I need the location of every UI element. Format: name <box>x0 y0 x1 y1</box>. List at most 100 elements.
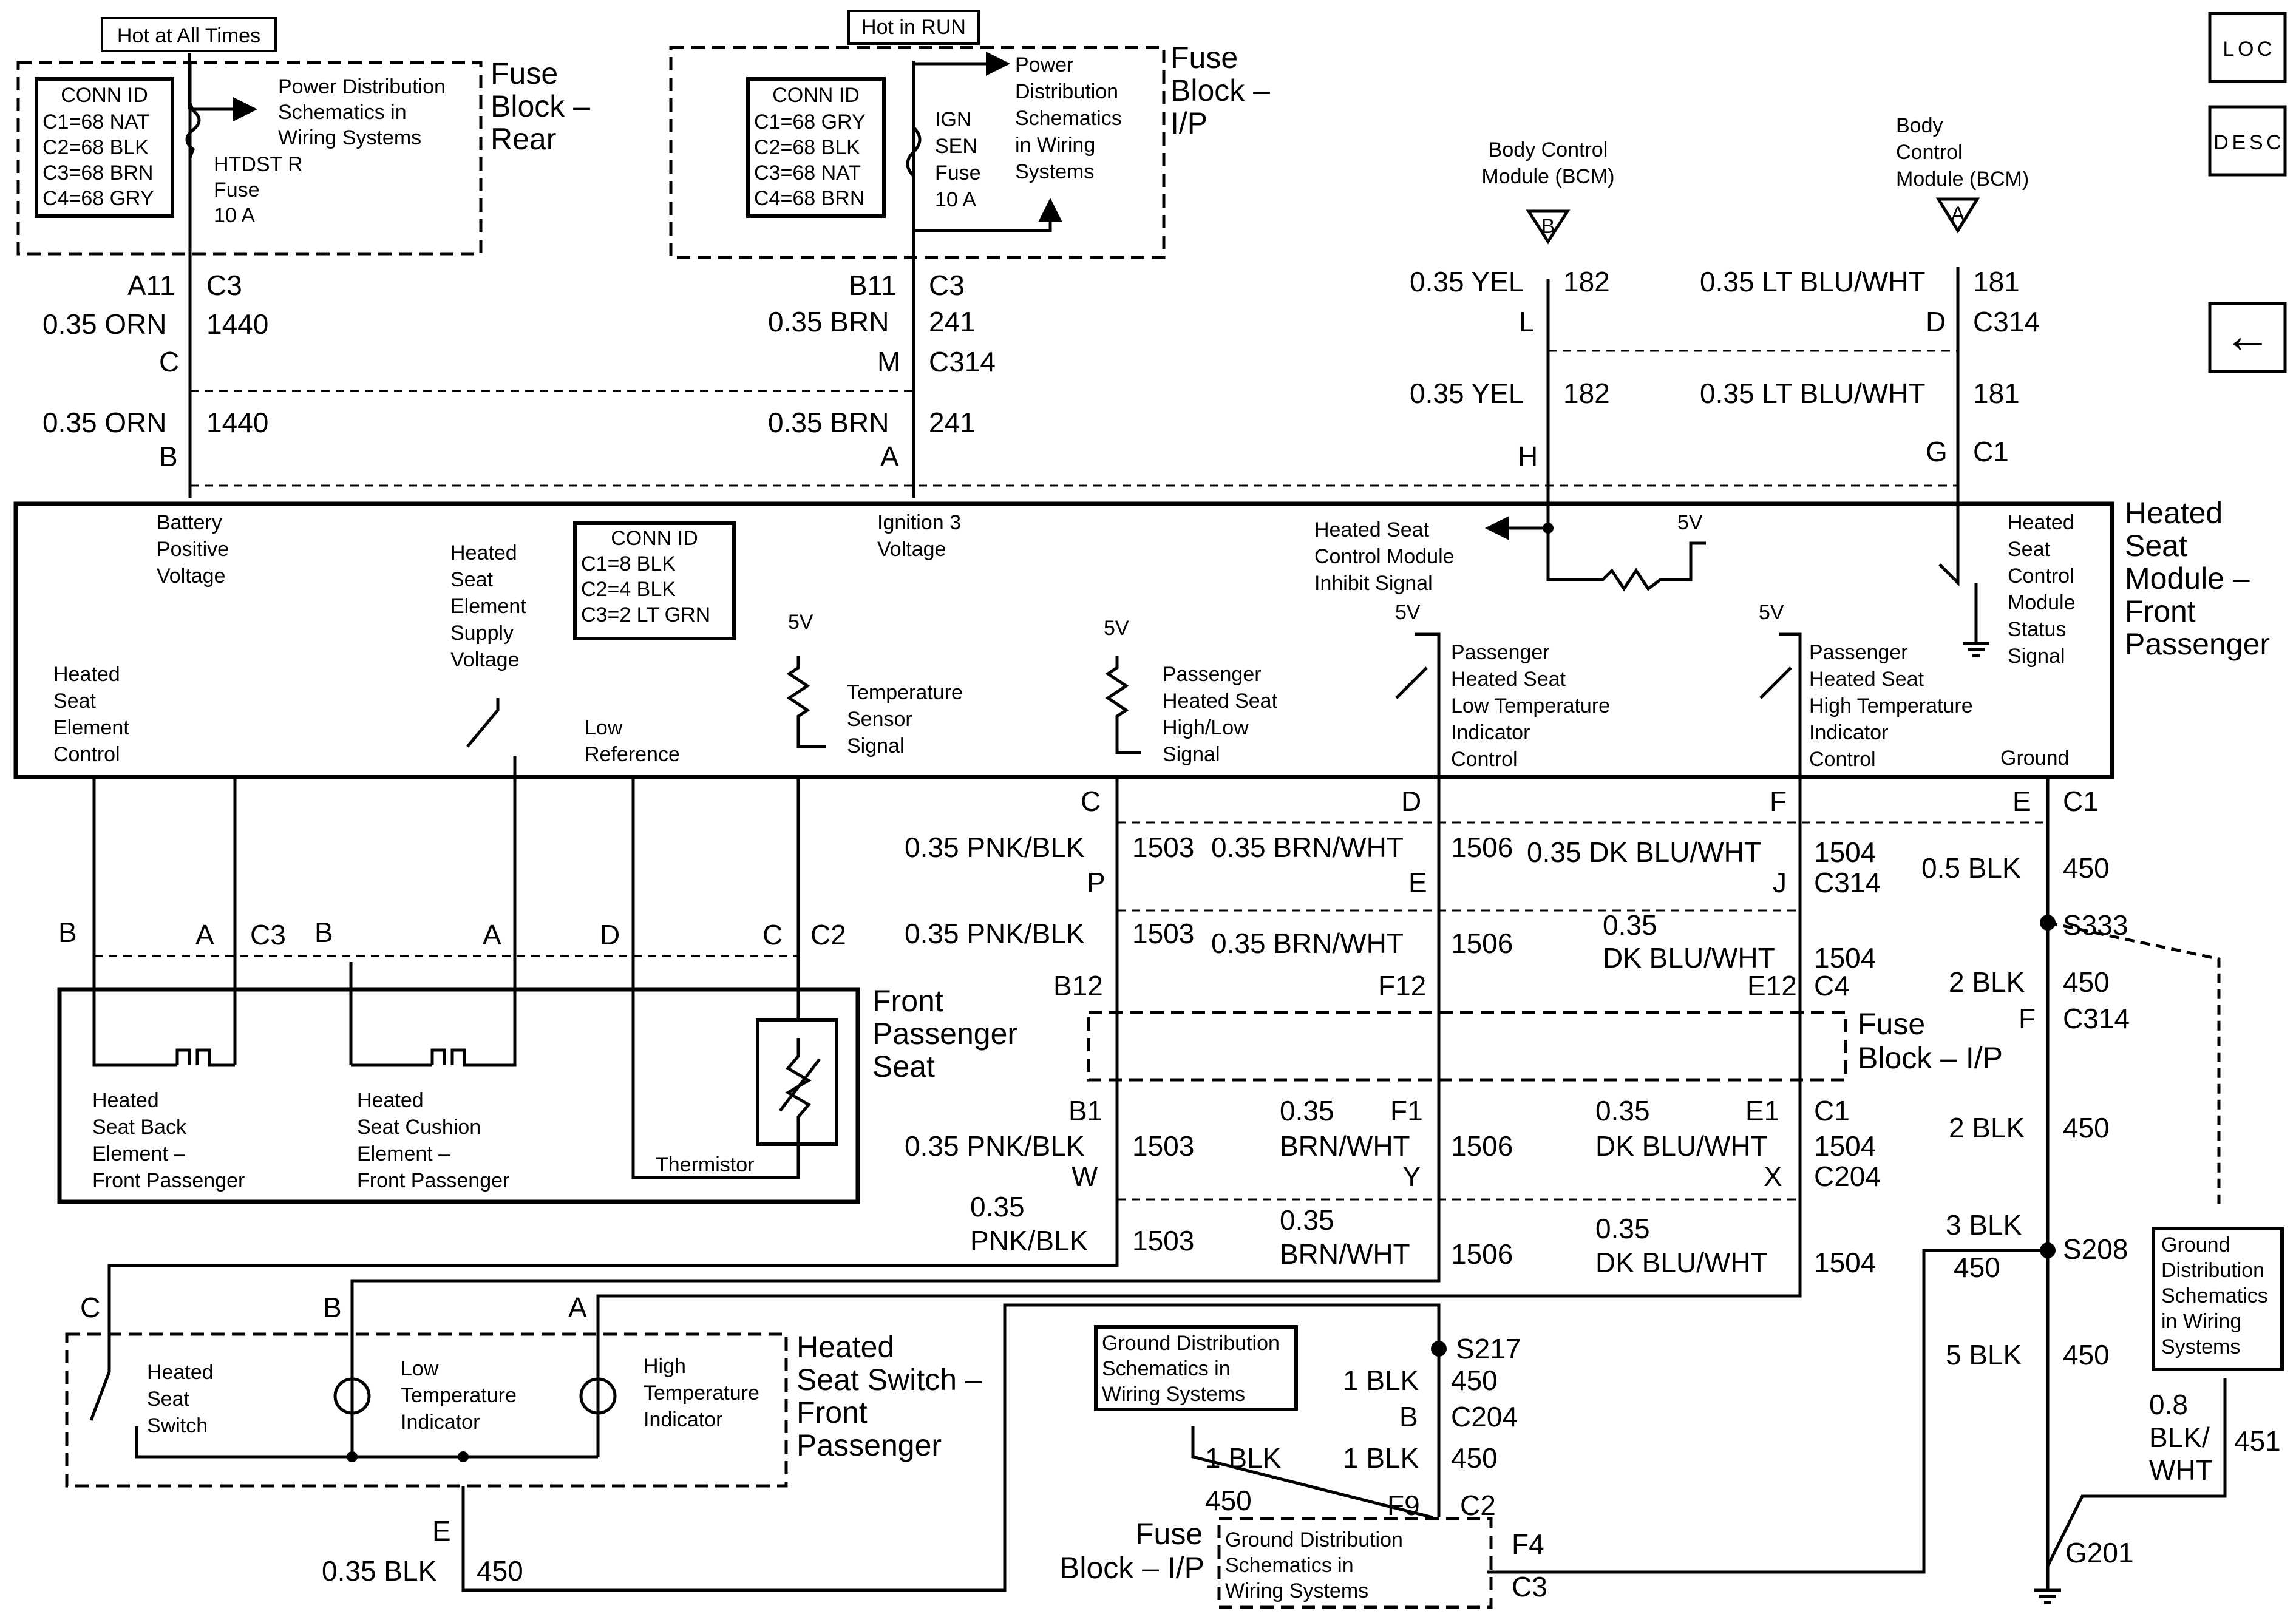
svg-text:Element: Element <box>53 716 129 739</box>
lowtemp-switch <box>1395 632 1441 777</box>
bcm-a-triangle <box>1935 197 1980 234</box>
svg-text:0.35 LT BLU/WHT: 0.35 LT BLU/WHT <box>1700 378 1926 409</box>
bcm-b-label: Body Control Module (BCM) B <box>1481 138 1614 238</box>
resistor-hilo <box>1105 656 1141 754</box>
svg-text:Schematics in: Schematics in <box>1225 1554 1354 1577</box>
pds-arrow-ip-return <box>914 198 1062 232</box>
svg-text:Front: Front <box>2125 594 2196 628</box>
svg-text:0.35 BRN/WHT: 0.35 BRN/WHT <box>1211 832 1404 863</box>
svg-text:CONN ID: CONN ID <box>772 84 860 107</box>
conn-id-module-box <box>573 521 736 640</box>
svg-text:C2=68 BLK: C2=68 BLK <box>42 136 149 159</box>
svg-text:1506: 1506 <box>1451 1130 1513 1162</box>
svg-text:C314: C314 <box>2063 1003 2130 1034</box>
svg-text:Schematics: Schematics <box>1015 107 1122 130</box>
wire-s333-dash <box>2047 921 2221 1208</box>
svg-text:A: A <box>195 919 214 951</box>
svg-text:WHT: WHT <box>2149 1454 2213 1486</box>
seat-labels: Front Passenger Seat Heated Seat Back El… <box>58 917 1017 1192</box>
svg-text:C4: C4 <box>1814 970 1850 1002</box>
svg-text:5V: 5V <box>1395 601 1421 624</box>
svg-text:C1: C1 <box>1814 1095 1850 1127</box>
hot-in-run-label: Hot in RUN <box>861 16 966 39</box>
svg-text:Ground Distribution: Ground Distribution <box>1225 1528 1403 1551</box>
svg-text:1440: 1440 <box>206 407 268 438</box>
svg-text:450: 450 <box>2063 966 2110 998</box>
svg-text:Wiring Systems: Wiring Systems <box>1102 1383 1245 1406</box>
resistor-temp <box>786 656 826 748</box>
back-button[interactable]: ← <box>2208 302 2287 373</box>
svg-text:1503: 1503 <box>1132 1225 1194 1256</box>
svg-text:Signal: Signal <box>1163 743 1220 766</box>
svg-text:I/P: I/P <box>1170 106 1207 140</box>
wire-1503 <box>107 777 1119 1329</box>
svg-text:Rear: Rear <box>491 122 556 156</box>
hot-all-times-box <box>101 17 277 52</box>
svg-text:Passenger: Passenger <box>2125 627 2270 661</box>
svg-text:L O C: L O C <box>2223 38 2272 61</box>
svg-text:Supply: Supply <box>450 622 514 645</box>
loc-button[interactable]: L O C <box>2208 12 2287 83</box>
svg-text:in Wiring: in Wiring <box>1015 134 1095 157</box>
conn-id-rear: CONN ID C1=68 NAT C2=68 BLK C3=68 BRN C4… <box>42 84 154 210</box>
svg-text:E: E <box>2012 785 2031 817</box>
power-distribution-ip: Power Distribution Schematics in Wiring … <box>1015 53 1122 183</box>
conn-id-ip-box <box>746 77 886 218</box>
svg-text:B11: B11 <box>849 270 896 301</box>
svg-text:Heated: Heated <box>357 1089 424 1112</box>
fuse-block-ip-mid-box <box>1087 1011 1847 1082</box>
ground-labels: 3 BLK 450 S208 5 BLK 450 G201 451 0.8 BL… <box>1059 1209 2281 1602</box>
module-labels: Battery Positive Voltage Ignition 3 Volt… <box>53 511 2076 771</box>
svg-text:B: B <box>323 1292 342 1323</box>
wire-seat-cushion <box>349 777 517 1067</box>
hitemp-switch <box>1759 632 1802 777</box>
svg-text:CONN ID: CONN ID <box>611 527 698 550</box>
svg-text:Front Passenger: Front Passenger <box>357 1169 509 1192</box>
wire-1504 <box>596 777 1802 1329</box>
svg-text:1503: 1503 <box>1132 1130 1194 1162</box>
ground-symbol-module <box>1963 631 1989 657</box>
svg-text:A11: A11 <box>127 270 175 301</box>
svg-text:D: D <box>600 919 620 951</box>
svg-text:C3: C3 <box>206 270 242 301</box>
svg-text:C204: C204 <box>1451 1401 1518 1432</box>
desc-button[interactable]: D E S C <box>2208 105 2287 177</box>
svg-text:HTDST R: HTDST R <box>214 153 303 176</box>
svg-text:C3=68 NAT: C3=68 NAT <box>754 161 861 185</box>
svg-text:Switch: Switch <box>147 1414 208 1437</box>
svg-text:450: 450 <box>1205 1485 1252 1516</box>
svg-text:182: 182 <box>1563 266 1610 297</box>
svg-text:0.35 YEL: 0.35 YEL <box>1410 378 1524 409</box>
svg-text:Heated: Heated <box>53 663 120 686</box>
svg-text:Ground: Ground <box>2000 747 2069 770</box>
svg-text:C: C <box>80 1292 100 1323</box>
svg-text:Thermistor: Thermistor <box>656 1153 754 1176</box>
ground-distribution-box-mid <box>1094 1325 1298 1411</box>
svg-text:0.5 BLK: 0.5 BLK <box>1921 852 2021 884</box>
svg-text:Y: Y <box>1402 1161 1421 1192</box>
svg-text:S208: S208 <box>2063 1233 2128 1265</box>
svg-text:Indicator: Indicator <box>644 1408 722 1431</box>
svg-text:High Temperature: High Temperature <box>1809 694 1973 717</box>
svg-text:0.35: 0.35 <box>970 1191 1025 1222</box>
svg-text:0.35 YEL: 0.35 YEL <box>1410 266 1524 297</box>
svg-text:182: 182 <box>1563 378 1610 409</box>
svg-text:Temperature: Temperature <box>644 1381 759 1405</box>
svg-text:Signal: Signal <box>2008 645 2065 668</box>
svg-text:Wiring Systems: Wiring Systems <box>278 126 421 149</box>
wire-451 <box>2046 1378 2227 1567</box>
svg-text:Distribution: Distribution <box>1015 80 1118 103</box>
svg-text:0.35 BRN: 0.35 BRN <box>768 407 889 438</box>
svg-text:1503: 1503 <box>1132 832 1194 863</box>
svg-text:Schematics in: Schematics in <box>278 101 407 124</box>
svg-text:D E S C: D E S C <box>2213 131 2281 154</box>
svg-text:Block – I/P: Block – I/P <box>1059 1551 1204 1585</box>
svg-text:450: 450 <box>1954 1252 2000 1283</box>
svg-text:L: L <box>1519 306 1535 337</box>
svg-text:Passenger: Passenger <box>796 1428 942 1462</box>
svg-text:Fuse: Fuse <box>1170 41 1238 75</box>
svg-text:Element –: Element – <box>92 1142 185 1165</box>
svg-text:0.35 PNK/BLK: 0.35 PNK/BLK <box>905 832 1085 863</box>
svg-text:Element: Element <box>450 595 526 618</box>
svg-text:Control: Control <box>1809 748 1876 771</box>
